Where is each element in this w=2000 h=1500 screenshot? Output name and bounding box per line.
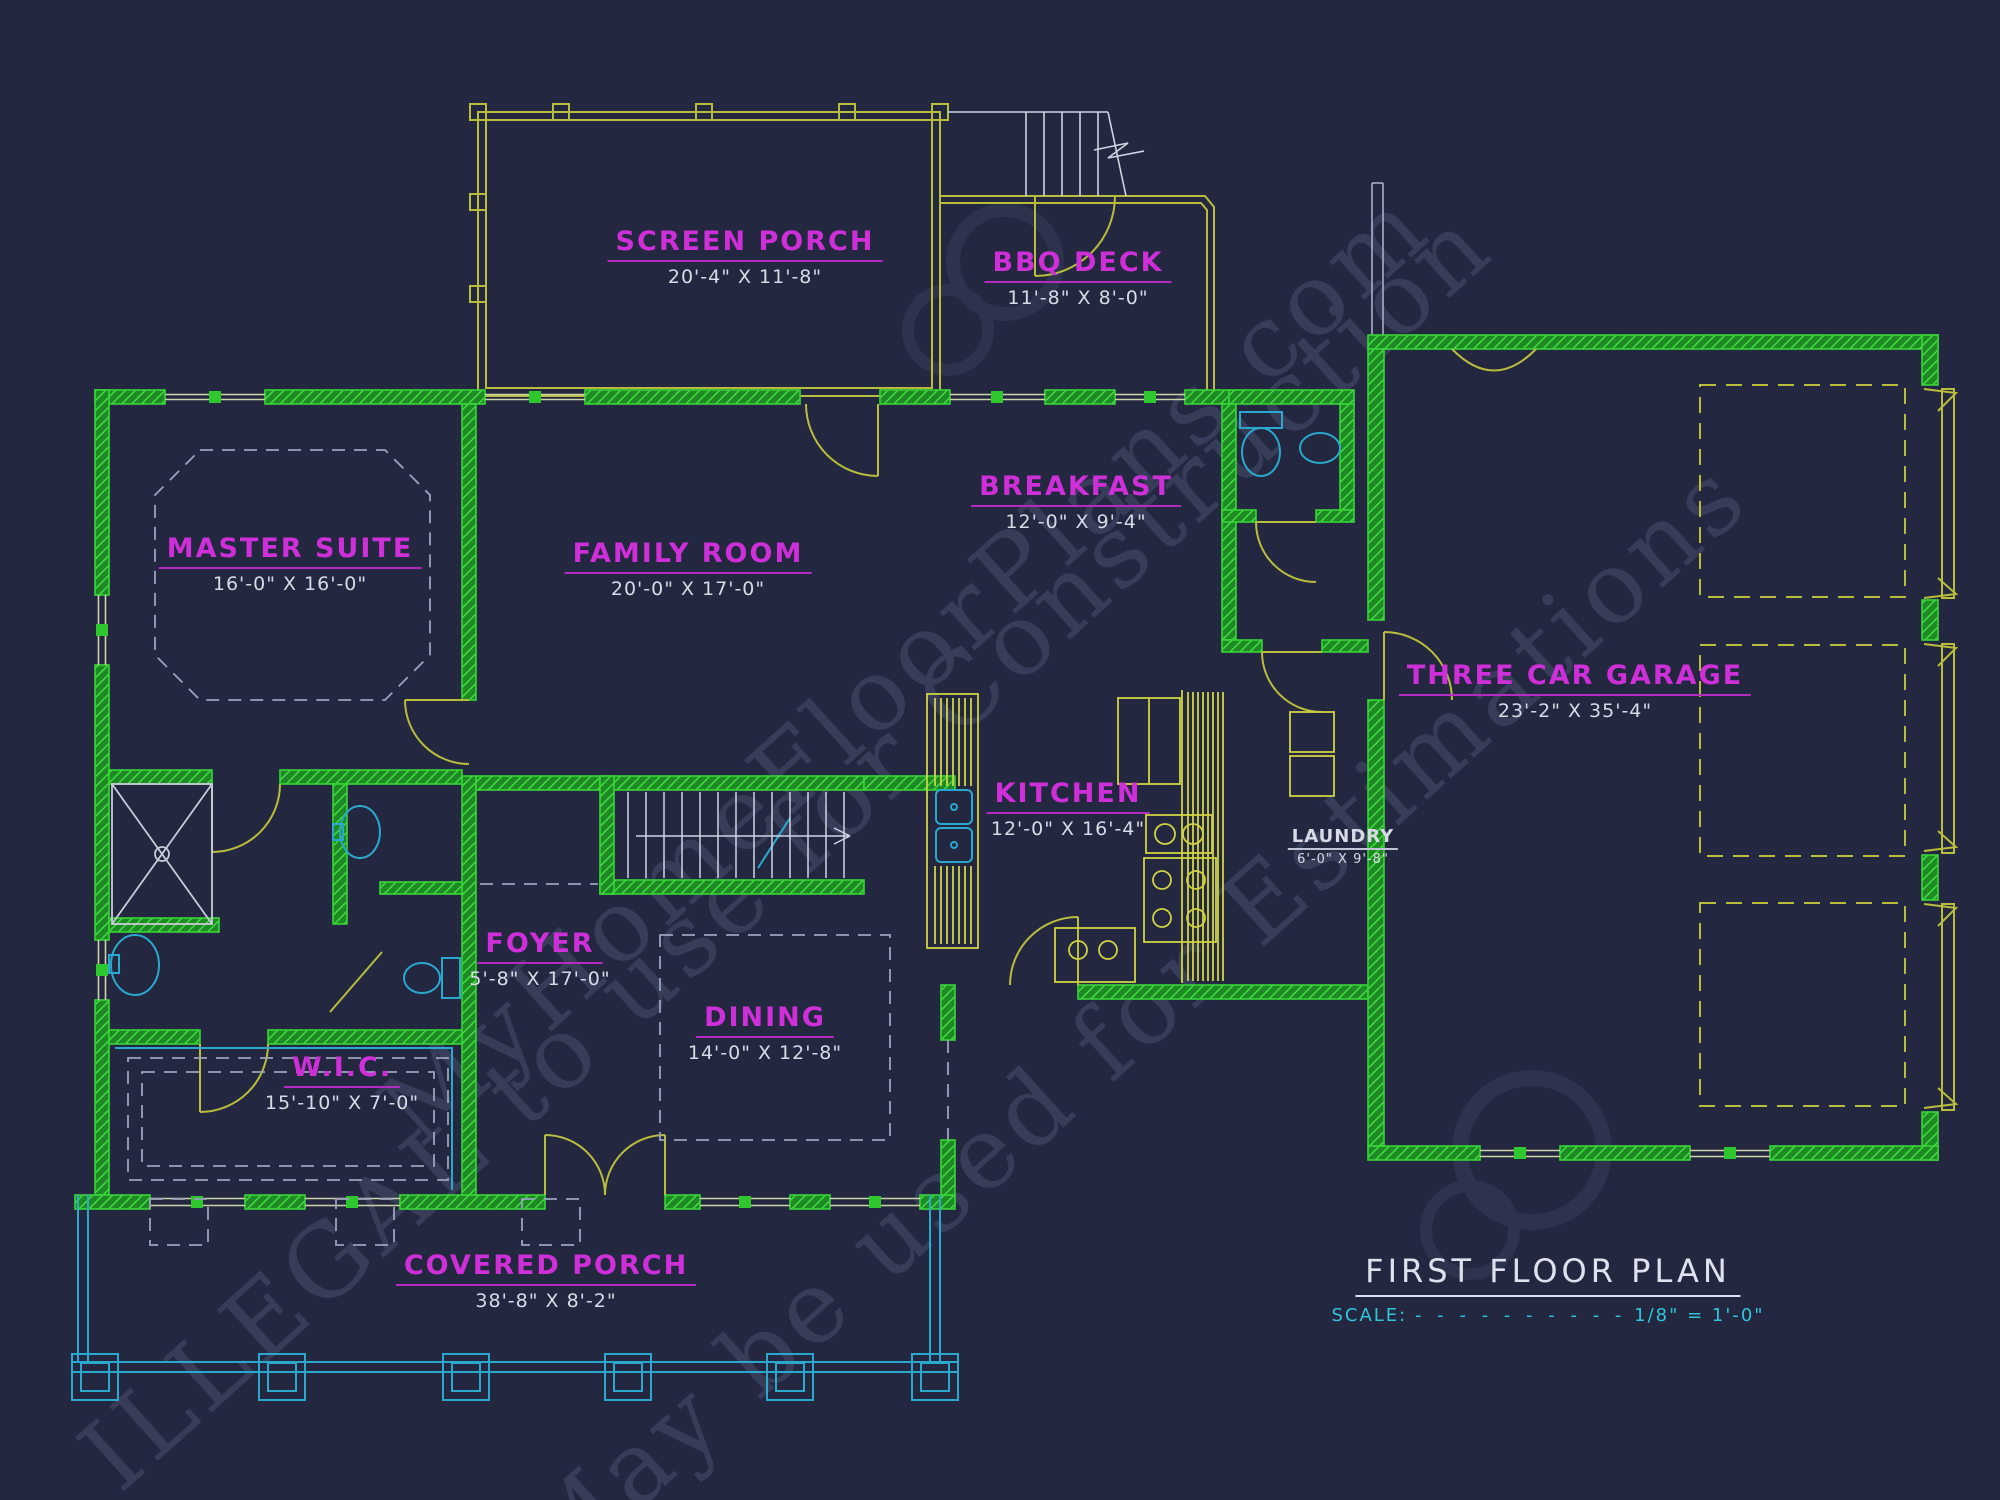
room-label-wic: W.I.C. 15'-10" X 7'-0" xyxy=(265,1052,419,1114)
room-label-screen-porch: SCREEN PORCH 20'-4" X 11'-8" xyxy=(607,226,883,288)
room-name: W.I.C. xyxy=(283,1052,401,1088)
room-name: LAUNDRY xyxy=(1287,826,1399,850)
room-name: BREAKFAST xyxy=(971,471,1181,507)
garage-doors xyxy=(1923,388,1959,1111)
room-name: COVERED PORCH xyxy=(395,1250,697,1286)
garage-door-tracks xyxy=(1699,384,1906,1107)
room-dims: 14'-0" X 12'-8" xyxy=(687,1042,843,1064)
house-walls xyxy=(74,334,1939,1210)
room-name: DINING xyxy=(696,1002,834,1038)
room-label-foyer: FOYER 5'-8" X 17'-0" xyxy=(469,928,610,990)
room-label-family-room: FAMILY ROOM 20'-0" X 17'-0" xyxy=(564,538,812,600)
room-dims: 16'-0" X 16'-0" xyxy=(212,573,368,595)
room-dims: 20'-4" X 11'-8" xyxy=(667,266,823,288)
door-swings xyxy=(199,348,1537,1196)
room-dims: 5'-8" X 17'-0" xyxy=(469,968,611,990)
room-label-three-car-garage: THREE CAR GARAGE 23'-2" X 35'-4" xyxy=(1398,660,1752,722)
shower xyxy=(111,783,213,925)
room-name: THREE CAR GARAGE xyxy=(1398,660,1752,696)
interior-stairs xyxy=(627,792,851,878)
kitchen-cabinets xyxy=(926,690,1335,983)
room-label-laundry: LAUNDRY 6'-0" X 9'-8" xyxy=(1287,826,1399,867)
room-dims: 38'-8" X 8'-2" xyxy=(475,1290,617,1312)
room-name: FAMILY ROOM xyxy=(564,538,812,574)
room-label-kitchen: KITCHEN 12'-0" X 16'-4" xyxy=(986,778,1150,840)
room-name: BBQ DECK xyxy=(984,247,1172,283)
room-dims: 11'-8" X 8'-0" xyxy=(1007,287,1149,309)
title-block: FIRST FLOOR PLAN SCALE: - - - - - - - - … xyxy=(1331,1252,1764,1326)
room-name: SCREEN PORCH xyxy=(607,226,883,262)
room-label-breakfast: BREAKFAST 12'-0" X 9'-4" xyxy=(971,471,1181,533)
room-dims: 12'-0" X 9'-4" xyxy=(1005,511,1147,533)
bbq-deck-walls xyxy=(940,195,1215,390)
room-name: KITCHEN xyxy=(986,778,1150,814)
room-label-master-suite: MASTER SUITE 16'-0" X 16'-0" xyxy=(158,533,422,595)
room-label-covered-porch: COVERED PORCH 38'-8" X 8'-2" xyxy=(395,1250,697,1312)
room-dims: 20'-0" X 17'-0" xyxy=(610,578,766,600)
room-dims: 23'-2" X 35'-4" xyxy=(1497,700,1653,722)
room-dims: 15'-10" X 7'-0" xyxy=(264,1092,420,1114)
scale-value: 1/8" = 1'-0" xyxy=(1634,1305,1765,1326)
plumbing-fixtures xyxy=(108,411,1341,1190)
room-name: MASTER SUITE xyxy=(158,533,422,569)
room-dims: 6'-0" X 9'-8" xyxy=(1297,852,1389,867)
scale-label: SCALE: xyxy=(1331,1305,1408,1326)
deck-stairs xyxy=(948,111,1145,197)
plan-title: FIRST FLOOR PLAN xyxy=(1355,1252,1741,1297)
scale-dashes: - - - - - - - - - - xyxy=(1414,1305,1627,1326)
room-label-bbq-deck: BBQ DECK 11'-8" X 8'-0" xyxy=(984,247,1172,309)
room-dims: 12'-0" X 16'-4" xyxy=(990,818,1146,840)
covered-porch-structure xyxy=(71,1195,959,1401)
dashed-details xyxy=(127,449,949,1246)
room-name: FOYER xyxy=(477,928,603,964)
scale-row: SCALE: - - - - - - - - - - 1/8" = 1'-0" xyxy=(1331,1305,1764,1326)
room-label-dining: DINING 14'-0" X 12'-8" xyxy=(688,1002,842,1064)
